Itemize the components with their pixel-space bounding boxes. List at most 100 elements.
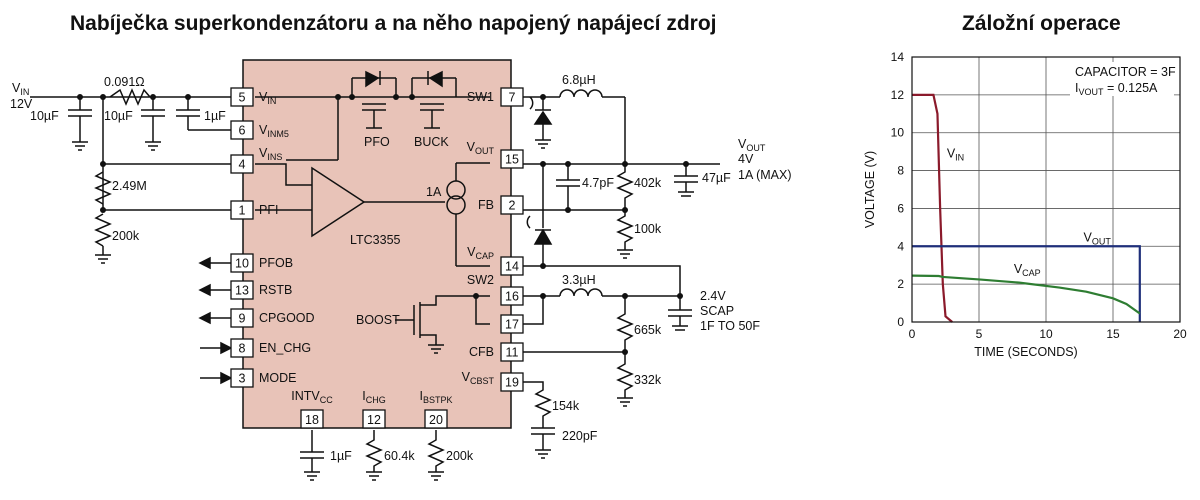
buck-inductor [559, 89, 603, 98]
vcbst-cap-value: 220pF [562, 429, 598, 443]
x-tick-label: 5 [976, 327, 983, 341]
boost-label: BOOST [356, 313, 400, 327]
annotation-capacitor: CAPACITOR = 3F [1075, 65, 1176, 79]
plot-frame [911, 56, 1181, 323]
pin-label: RSTB [259, 283, 292, 297]
pin-label: INTVCC [291, 389, 333, 405]
chart-title: Záložní operace [962, 12, 1121, 35]
pin-box-bottom [424, 409, 448, 429]
series-line-vin [912, 93, 953, 323]
pin-box-bottom [362, 409, 386, 429]
pfo-label: PFO [364, 135, 390, 149]
ibstpk-resistor-value: 200k [446, 449, 474, 463]
pin-number: 6 [239, 124, 246, 138]
vcbst-resistor-value: 154k [552, 399, 580, 413]
pin-label: MODE [259, 371, 297, 385]
pin-box-left [230, 338, 254, 358]
intvcc-cap-value: 1µF [330, 449, 352, 463]
pin-number: 11 [506, 346, 519, 360]
pin-number: 8 [239, 342, 246, 356]
pin-number: 12 [367, 413, 381, 427]
y-tick-label: 2 [897, 277, 904, 291]
pin-label: VCAP [467, 245, 494, 261]
pin-box-left [230, 368, 254, 388]
series-line-vout [912, 245, 1141, 322]
cin2-value: 10µF [104, 109, 133, 123]
buck-label: BUCK [414, 135, 449, 149]
vout-voltage: 4V [738, 152, 754, 166]
fb-top-resistor-value: 402k [634, 176, 662, 190]
pin-label: VINS [259, 146, 282, 162]
pin-number: 3 [239, 372, 246, 386]
pin-label: SW2 [467, 273, 494, 287]
pin-label: CPGOOD [259, 311, 315, 325]
pfi-bottom-resistor-value: 200k [112, 229, 140, 243]
x-tick-label: 10 [1039, 327, 1053, 341]
pin-box-right [500, 149, 524, 169]
pin-box-right [500, 195, 524, 215]
pin-box-left [230, 280, 254, 300]
cin3-value: 1µF [204, 109, 226, 123]
series-label-vout: VOUT [1084, 231, 1112, 247]
pin-box-left [230, 200, 254, 220]
series-label-vin: VIN [947, 146, 964, 162]
x-tick-label: 0 [909, 327, 916, 341]
pin-number: 19 [505, 376, 519, 390]
pfi-top-resistor-value: 2.49M [112, 179, 147, 193]
boost-inductor [559, 288, 603, 297]
x-tick-label: 20 [1173, 327, 1187, 341]
pin-number: 15 [505, 153, 519, 167]
annotation-box [1070, 62, 1174, 96]
pin-box-right [500, 314, 524, 334]
x-axis-label: TIME (SECONDS) [974, 345, 1077, 359]
pin-number: 10 [235, 257, 249, 271]
pin-label: VCBST [462, 370, 495, 386]
pin-label: IBSTPK [420, 389, 453, 405]
series-label-vcap: VCAP [1014, 262, 1041, 278]
chip-name: LTC3355 [350, 233, 401, 247]
sense-resistor-value: 0.091Ω [104, 75, 145, 89]
y-tick-label: 8 [897, 164, 904, 178]
ltc3355-chip-body [242, 59, 512, 429]
pin-box-right [500, 256, 524, 276]
y-tick-label: 6 [897, 201, 904, 215]
y-tick-label: 12 [891, 88, 905, 102]
scap-voltage: 2.4V [700, 289, 726, 303]
annotation-current: IVOUT = 0.125A [1075, 81, 1158, 97]
pin-box-left [230, 154, 254, 174]
pin-box-left [230, 253, 254, 273]
pin-label: VOUT [467, 140, 495, 156]
pin-number: 13 [235, 284, 249, 298]
cfb-top-resistor-value: 665k [634, 323, 662, 337]
buck-inductor-value: 6.8µH [562, 73, 596, 87]
vout-current: 1A (MAX) [738, 168, 792, 182]
ichg-resistor-value: 60.4k [384, 449, 415, 463]
schematic-labels: VIN 12V 0.091Ω 10µF 10µF 1µF 2.49M 200k … [10, 73, 792, 463]
pin-label: PFOB [259, 256, 293, 270]
pin-box-right [500, 87, 524, 107]
cout-value: 47µF [702, 171, 731, 185]
pin-number: 9 [239, 312, 246, 326]
pin-box-left [230, 308, 254, 328]
pin-label: SW1 [467, 90, 494, 104]
vin-label: VIN [12, 81, 29, 97]
series-line-vcap [911, 274, 1141, 315]
pin-box-left [230, 87, 254, 107]
pin-label: ICHG [362, 389, 385, 405]
pin-number: 16 [505, 290, 519, 304]
pin-number: 14 [505, 260, 519, 274]
pin-label: FB [478, 198, 494, 212]
pin-box-right [500, 342, 524, 362]
x-tick-label: 15 [1106, 327, 1120, 341]
ff-cap-value: 4.7pF [582, 176, 614, 190]
pin-number: 20 [429, 413, 443, 427]
pin-number: 1 [239, 204, 246, 218]
sense-resistor [109, 88, 151, 106]
pin-number: 4 [239, 158, 246, 172]
pin-label: PFI [259, 203, 278, 217]
boost-inductor-value: 3.3µH [562, 273, 596, 287]
